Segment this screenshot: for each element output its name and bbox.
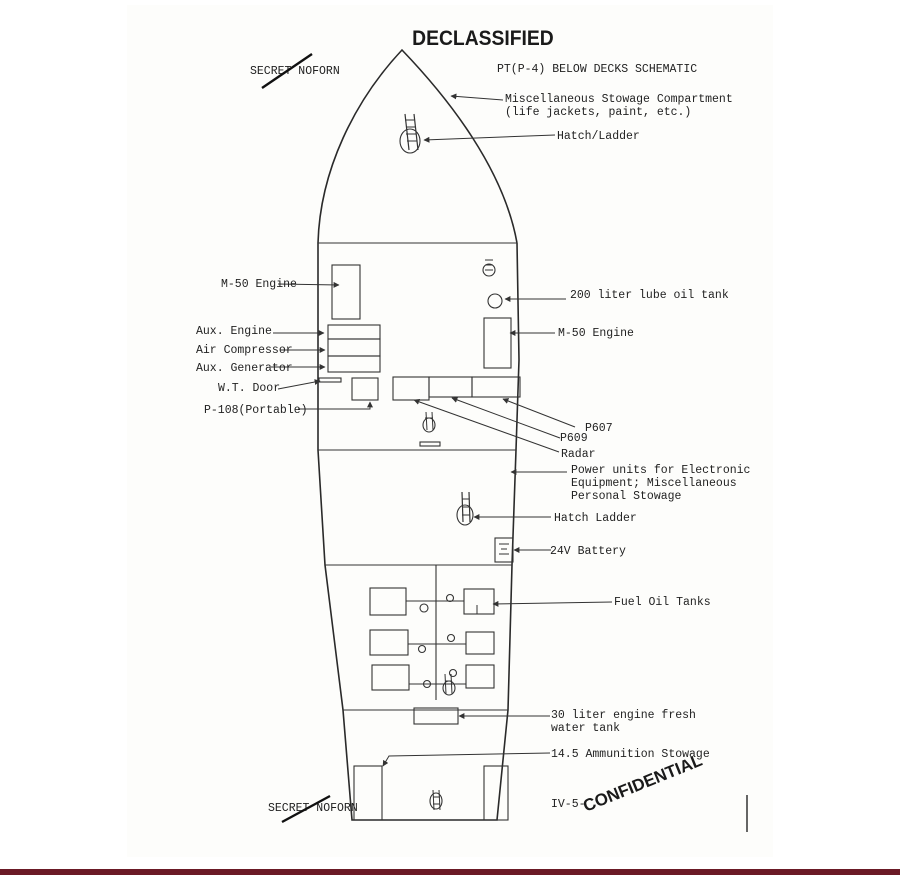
air-compressor-box	[327, 338, 381, 357]
label-misc-stowage-detail: (life jackets, paint, etc.)	[505, 106, 691, 119]
label-power-units: Power units for Electronic	[571, 464, 751, 477]
lube-oil-tank-icon	[487, 293, 503, 309]
hatch-ladder-icon-fuel	[442, 673, 456, 696]
classification-bottom: SECRET NOFORN	[268, 802, 358, 815]
m50-engine-port-box	[331, 264, 361, 320]
hatch-ladder-icon-engine	[482, 259, 496, 277]
label-radar: Radar	[561, 448, 596, 461]
fuel-valve-icon	[419, 603, 429, 613]
label-aux-generator: Aux. Generator	[196, 362, 293, 375]
label-misc-stowage: Miscellaneous Stowage Compartment	[505, 93, 733, 106]
fresh-water-tank-box	[413, 707, 459, 725]
ammo-stowage-port	[353, 765, 383, 821]
label-p108: P-108(Portable)	[204, 404, 308, 417]
p607-box	[471, 376, 521, 398]
p108-box	[351, 377, 379, 401]
fuel-tank	[369, 629, 409, 656]
label-ammo-stowage: 14.5 Ammunition Stowage	[551, 748, 710, 761]
ammo-stowage-stbd	[483, 765, 509, 821]
fuel-valve-icon	[445, 593, 455, 603]
label-fresh-water-tank: 30 liter engine fresh	[551, 709, 696, 722]
fuel-tank	[465, 631, 495, 655]
label-m50-engine-port: M-50 Engine	[221, 278, 297, 291]
battery-icon	[494, 537, 514, 563]
hatch-ladder-icon-radar	[422, 411, 436, 433]
label-wt-door: W.T. Door	[218, 382, 280, 395]
fuel-tank	[463, 588, 495, 615]
classification-top-strike	[261, 53, 313, 89]
hatch-ladder-icon-aft	[429, 789, 443, 811]
fuel-valve-icon	[446, 633, 456, 643]
fuel-tank	[371, 664, 410, 691]
wt-door-icon	[318, 377, 342, 383]
fuel-tank	[465, 664, 495, 689]
label-hatch-ladder-fwd: Hatch/Ladder	[557, 130, 640, 143]
label-battery: 24V Battery	[550, 545, 626, 558]
hatch-ladder-icon-fwd	[399, 113, 421, 154]
classification-bottom-strike	[281, 794, 331, 824]
document-title: PT(P-4) BELOW DECKS SCHEMATIC	[497, 63, 697, 76]
label-lube-oil-tank: 200 liter lube oil tank	[570, 289, 729, 302]
fuel-valve-icon	[448, 668, 458, 678]
classification-top: SECRET NOFORN	[250, 65, 340, 78]
label-air-compressor: Air Compressor	[196, 344, 293, 357]
label-hatch-ladder-mid: Hatch Ladder	[554, 512, 637, 525]
label-power-units-2: Equipment; Miscellaneous	[571, 477, 737, 490]
label-p609: P609	[560, 432, 588, 445]
label-fresh-water-tank-2: water tank	[551, 722, 620, 735]
hatch-cover-radar	[419, 441, 441, 447]
fuel-tank	[369, 587, 407, 616]
radar-box	[392, 376, 430, 401]
aux-generator-box	[327, 355, 381, 373]
label-fuel-oil-tanks: Fuel Oil Tanks	[614, 596, 711, 609]
leader-lines	[271, 93, 613, 767]
label-p607: P607	[585, 422, 613, 435]
fuel-valve-icon	[422, 679, 432, 689]
paper-sheet	[127, 5, 773, 857]
fuel-valve-icon	[417, 644, 427, 654]
p609-box	[428, 376, 473, 398]
label-power-units-3: Personal Stowage	[571, 490, 682, 503]
bottom-rule	[0, 869, 900, 875]
hatch-ladder-icon-mid	[456, 491, 474, 526]
declassified-stamp: DECLASSIFIED	[412, 27, 554, 50]
label-aux-engine: Aux. Engine	[196, 325, 272, 338]
fuel-tank-group	[369, 587, 495, 691]
label-m50-engine-stbd: M-50 Engine	[558, 327, 634, 340]
m50-engine-stbd-box	[483, 317, 512, 369]
aux-engine-box	[327, 324, 381, 340]
hull-outline	[317, 48, 520, 821]
page-reference: IV-5-	[551, 798, 586, 811]
